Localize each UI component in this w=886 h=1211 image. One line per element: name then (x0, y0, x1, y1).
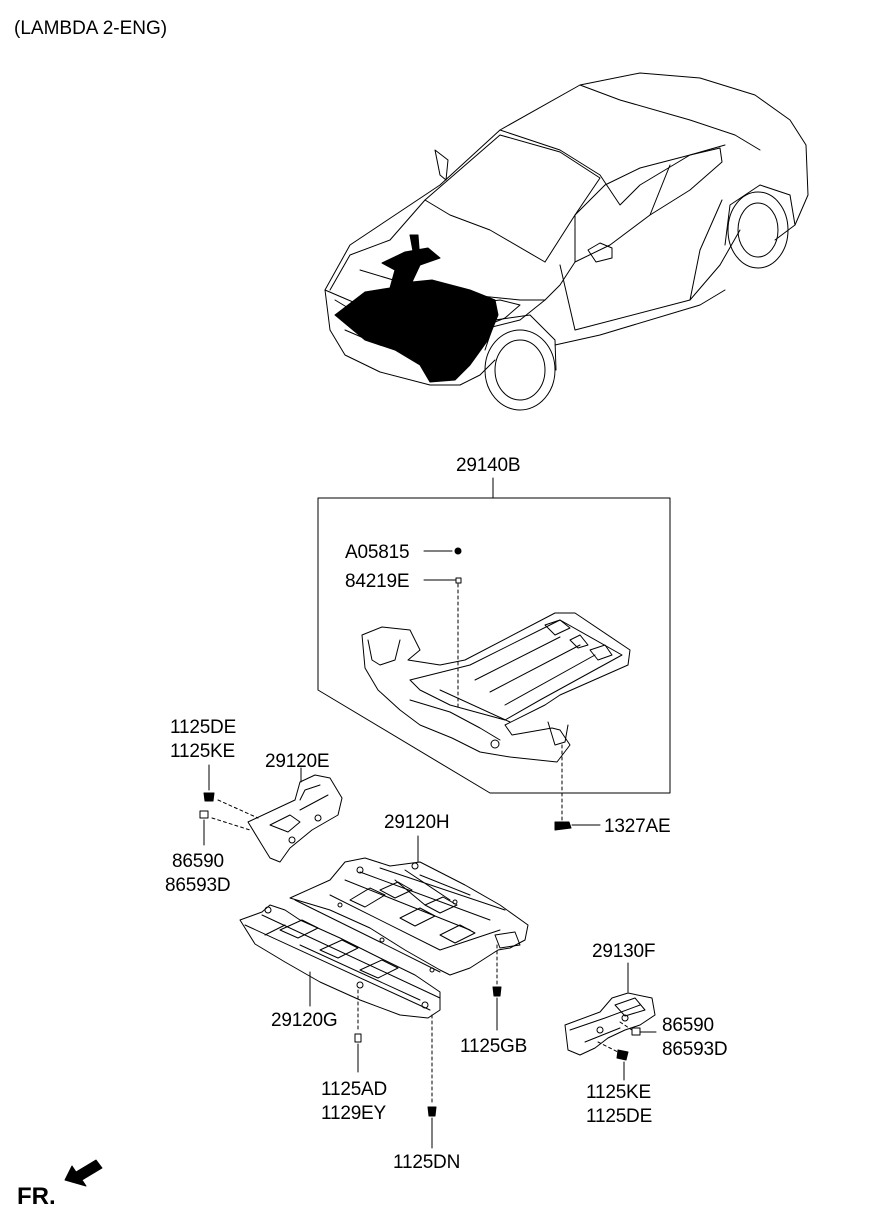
label-1125KE-bottom[interactable]: 1125KE (586, 1082, 652, 1103)
label-1125GB[interactable]: 1125GB (460, 1036, 528, 1057)
vehicle-illustration (324, 72, 809, 411)
label-29130F[interactable]: 29130F (592, 941, 656, 962)
main-undercover-29140B (361, 612, 631, 763)
label-29120E[interactable]: 29120E (265, 751, 330, 772)
bolt-1125AD (354, 989, 362, 1073)
nut-86590-right (619, 1021, 657, 1036)
label-1129EY[interactable]: 1129EY (321, 1103, 387, 1124)
label-1125DN[interactable]: 1125DN (393, 1152, 461, 1173)
label-86593D-left[interactable]: 86593D (165, 875, 231, 896)
nut-86590-left (199, 810, 251, 846)
bolt-1125GB (492, 944, 502, 1031)
label-1125KE-top[interactable]: 1125KE (170, 741, 236, 762)
undercover-29120G (239, 904, 441, 1019)
bracket-29120E (247, 767, 343, 863)
label-86590-right[interactable]: 86590 (662, 1015, 714, 1036)
leader-84219E (423, 577, 462, 711)
assembly-frame-29140B (317, 477, 671, 794)
highlighted-undercover-on-vehicle (334, 234, 499, 383)
leader-1327AE (554, 744, 601, 831)
label-86593D-right[interactable]: 86593D (662, 1039, 728, 1060)
front-direction-label: FR. (17, 1183, 56, 1210)
label-29120G[interactable]: 29120G (271, 1010, 338, 1031)
label-84219E[interactable]: 84219E (345, 571, 410, 592)
leader-A05815 (423, 547, 462, 555)
bolt-1125DN (427, 1014, 437, 1149)
undercover-29120H (289, 835, 529, 976)
front-arrow-icon (64, 1159, 103, 1187)
label-1327AE[interactable]: 1327AE (604, 816, 671, 837)
label-A05815[interactable]: A05815 (345, 542, 410, 563)
label-1125DE-top[interactable]: 1125DE (170, 717, 237, 738)
variant-heading: (LAMBDA 2-ENG) (14, 18, 168, 39)
label-29140B[interactable]: 29140B (456, 455, 521, 476)
label-1125DE-bottom[interactable]: 1125DE (586, 1106, 653, 1127)
label-1125AD[interactable]: 1125AD (321, 1079, 388, 1100)
label-86590-left[interactable]: 86590 (172, 851, 224, 872)
bolt-1125DE-top (203, 764, 259, 819)
bolt-1125KE-bottom (597, 1041, 629, 1081)
label-29120H[interactable]: 29120H (384, 812, 450, 833)
bracket-29130F (564, 962, 656, 1056)
